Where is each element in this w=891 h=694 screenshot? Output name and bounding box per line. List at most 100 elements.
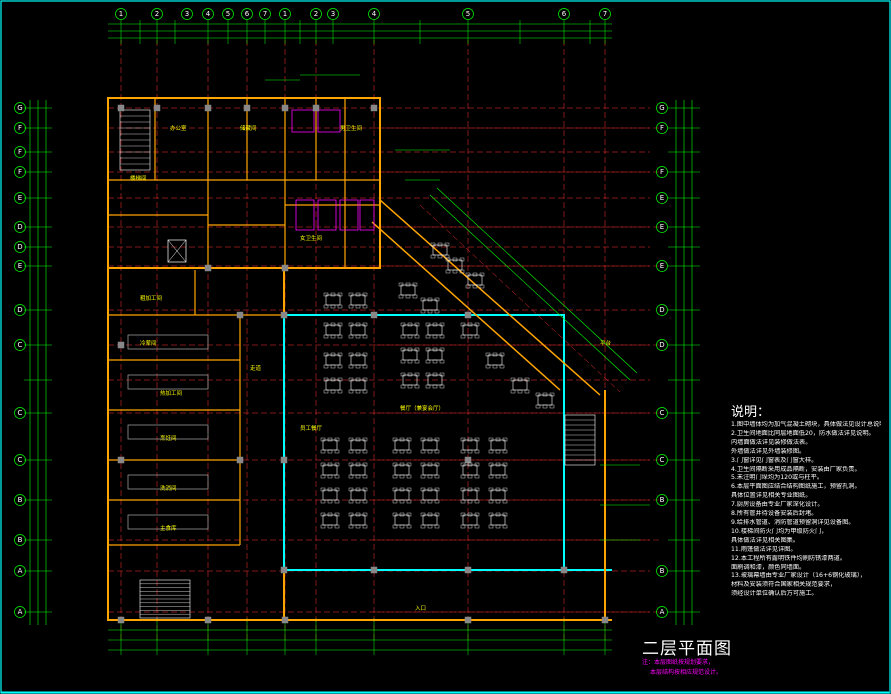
dining-chair [434,297,440,302]
diagonal-grid [419,204,621,393]
dining-table [422,464,438,476]
note-line: 5.未注明门垛均为120或与柱平。 [731,474,823,482]
axis-bubble [656,304,668,316]
dining-chair [330,304,336,309]
axis-bubble [14,494,26,506]
axis-label: E [660,194,664,202]
dining-chair [362,512,368,517]
dining-chair [327,437,333,442]
axis-label: F [660,124,664,132]
dining-chair [425,359,431,364]
dining-chair [320,524,326,529]
dining-chair [492,352,498,357]
room-label: 餐厅（兼宴会厅） [400,404,444,412]
dining-chair [434,449,440,454]
dining-chair [362,499,368,504]
dining-chair [517,377,523,382]
axis-label: D [17,223,22,231]
dining-chair [460,474,466,479]
structural-column [117,456,125,464]
dining-chair [407,322,413,327]
dining-chair [392,512,398,517]
dining-chair [420,512,426,517]
dining-chair [524,377,530,382]
axis-bubble [14,102,26,114]
dining-chair [488,462,494,467]
dining-chair [362,377,368,382]
axis-bubble [181,8,193,20]
dining-chair [362,474,368,479]
dining-chair [406,512,412,517]
dining-chair [323,304,329,309]
axis-bubble [656,166,668,178]
dining-chair [420,297,426,302]
dining-table [350,439,366,451]
axis-bubble [14,565,26,577]
dining-chair [334,499,340,504]
dining-chair [337,352,343,357]
dining-table [462,464,478,476]
dining-chair [392,487,398,492]
dining-chair [337,364,343,369]
dining-chair [414,347,420,352]
note-line: 2.卫生间地面比同层地面低20，防水做法详见说明。 [731,429,875,437]
dining-chair [355,334,361,339]
axis-label: 5 [466,10,470,18]
axis-label: 7 [263,10,267,18]
axis-label: D [659,306,664,314]
dining-chair [362,437,368,442]
axis-bubble [656,494,668,506]
dining-chair [439,384,445,389]
note-line: 外墙做法详见外墙装修图。 [731,447,806,455]
dining-chair [362,462,368,467]
dining-chair [474,474,480,479]
dining-chair [502,474,508,479]
axis-label: E [18,262,22,270]
dining-table [490,514,506,526]
dining-chair [445,269,451,274]
dining-chair [425,372,431,377]
dining-hall-glass [283,314,565,571]
axis-bubble [656,339,668,351]
dining-chair [459,269,465,274]
dining-table [394,514,410,526]
dining-chair [392,499,398,504]
dining-chair [330,322,336,327]
dining-chair [327,512,333,517]
dining-chair [327,449,333,454]
axis-bubble [279,8,291,20]
dining-table [402,349,418,361]
dining-chair [348,474,354,479]
dining-chair [467,322,473,327]
dining-chair [337,377,343,382]
dining-chair [399,437,405,442]
dining-chair [502,524,508,529]
dining-chair [439,359,445,364]
room-label: 入口 [415,605,426,612]
room-label: 粗加工间 [140,294,162,302]
note-line: 4.卫生间隔断采用成品隔断，安装由厂家负责。 [731,465,861,473]
axis-bubble [327,8,339,20]
dining-chair [542,392,548,397]
axis-bubble [14,534,26,546]
dining-chair [399,487,405,492]
structural-column [464,616,472,624]
toilet-stall [317,109,341,133]
note-line: 13.玻璃幕墙由专业厂家设计（16+6钢化玻璃）， [731,572,867,580]
dining-chair [398,294,404,299]
dining-table [487,354,503,366]
dining-chair [400,359,406,364]
dining-chair [320,512,326,517]
axis-bubble [656,260,668,272]
dining-chair [355,304,361,309]
dining-chair [412,294,418,299]
dining-chair [330,352,336,357]
dining-chair [502,449,508,454]
dining-chair [355,474,361,479]
dining-table [400,284,416,296]
dining-table [394,464,410,476]
dining-table [490,489,506,501]
dining-chair [472,272,478,277]
dining-table [322,439,338,451]
drawing-subtitle-2: 本层结构按相应规范设计。 [650,669,723,676]
